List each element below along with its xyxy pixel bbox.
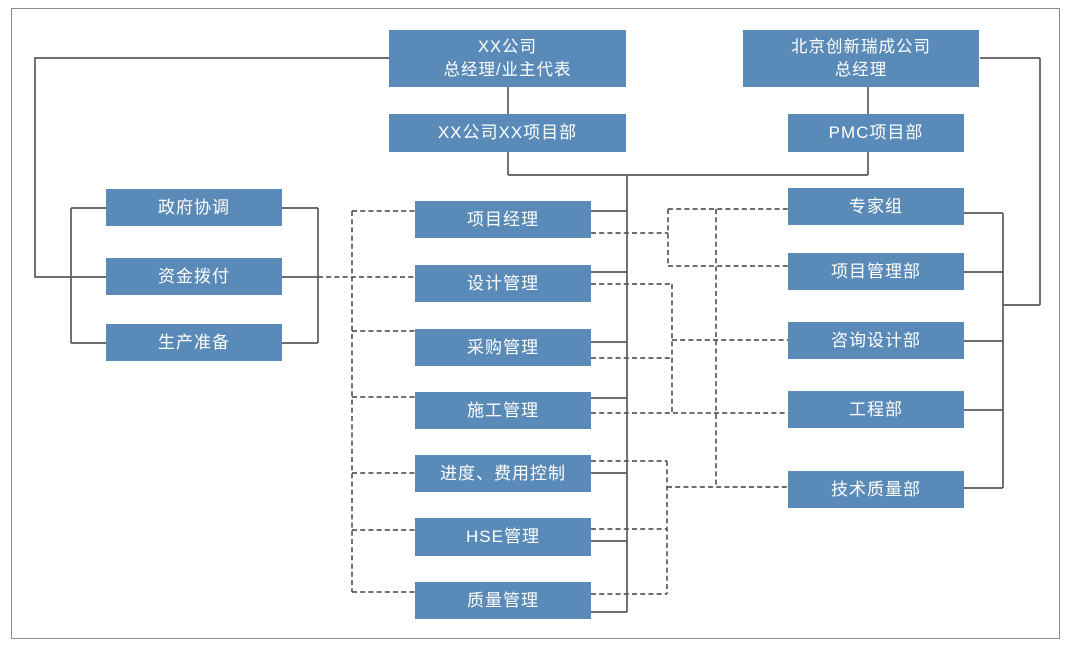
node-procurement-management: 采购管理 bbox=[415, 329, 591, 366]
node-label: 项目经理 bbox=[467, 209, 539, 229]
node-construction-management: 施工管理 bbox=[415, 392, 591, 429]
node-quality-management: 质量管理 bbox=[415, 582, 591, 619]
node-consulting-design-dept: 咨询设计部 bbox=[788, 322, 964, 359]
node-label: 技术质量部 bbox=[831, 479, 921, 499]
node-label: 咨询设计部 bbox=[831, 330, 921, 350]
node-project-management-dept: 项目管理部 bbox=[788, 253, 964, 290]
node-label: 项目管理部 bbox=[831, 261, 921, 281]
node-label: 资金拨付 bbox=[158, 266, 230, 286]
node-schedule-cost-control: 进度、费用控制 bbox=[415, 455, 591, 492]
node-fund-allocation: 资金拨付 bbox=[106, 258, 282, 295]
node-label: 北京创新瑞成公司 bbox=[791, 37, 931, 56]
node-label: HSE管理 bbox=[466, 527, 540, 546]
node-pmc-project-dept: PMC项目部 bbox=[788, 114, 964, 152]
node-label: 施工管理 bbox=[467, 400, 539, 420]
node-label: 采购管理 bbox=[467, 337, 539, 357]
solid-connectors bbox=[34, 57, 1041, 613]
node-project-manager: 项目经理 bbox=[415, 201, 591, 238]
node-government-coordination: 政府协调 bbox=[106, 189, 282, 226]
node-expert-group: 专家组 bbox=[788, 188, 964, 225]
node-label: 专家组 bbox=[849, 196, 903, 216]
node-tech-quality-dept: 技术质量部 bbox=[788, 471, 964, 508]
node-label: 工程部 bbox=[849, 399, 903, 419]
node-engineering-dept: 工程部 bbox=[788, 391, 964, 428]
node-pmc-general-manager: 北京创新瑞成公司 总经理 bbox=[743, 30, 979, 87]
node-production-preparation: 生产准备 bbox=[106, 324, 282, 361]
node-label: PMC项目部 bbox=[828, 123, 924, 142]
node-label: XX公司XX项目部 bbox=[437, 123, 578, 142]
node-label: 设计管理 bbox=[467, 273, 539, 293]
node-label: 政府协调 bbox=[158, 197, 230, 217]
node-label: 进度、费用控制 bbox=[440, 463, 566, 483]
diagram-frame bbox=[11, 8, 1060, 639]
node-label: 质量管理 bbox=[467, 590, 539, 610]
node-owner-general-manager: XX公司 总经理/业主代表 bbox=[389, 30, 626, 87]
node-label: XX公司 bbox=[477, 37, 537, 56]
node-owner-project-dept: XX公司XX项目部 bbox=[389, 114, 626, 152]
node-hse-management: HSE管理 bbox=[415, 518, 591, 556]
node-design-management: 设计管理 bbox=[415, 265, 591, 302]
node-label: 生产准备 bbox=[158, 332, 230, 352]
node-label: 总经理 bbox=[834, 60, 888, 79]
dashed-connectors bbox=[318, 208, 788, 595]
node-label: 总经理/业主代表 bbox=[443, 60, 572, 79]
